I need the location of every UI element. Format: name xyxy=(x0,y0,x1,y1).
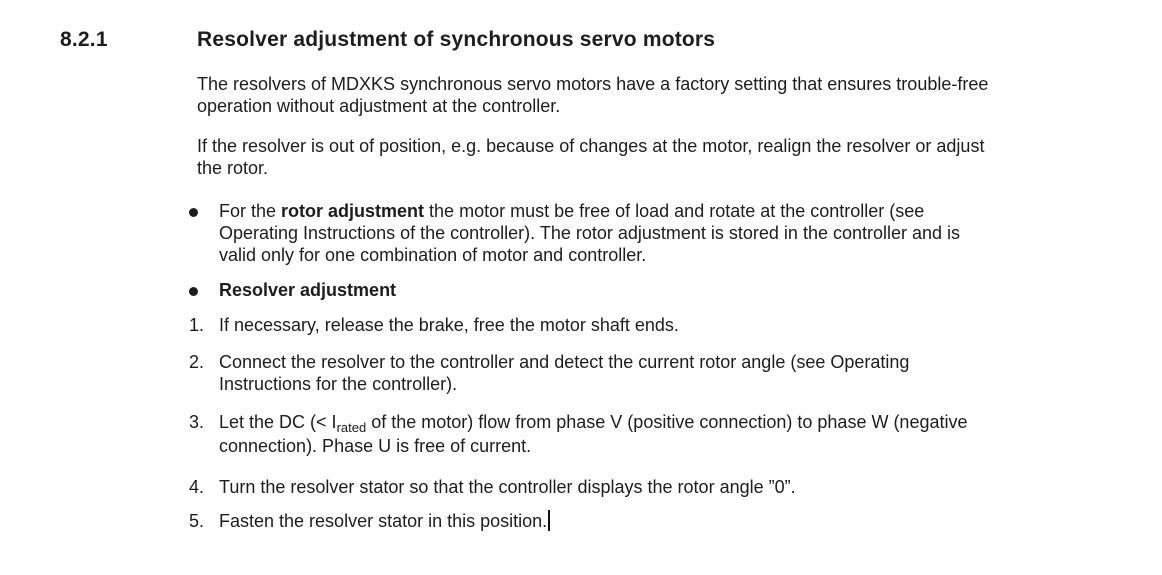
text-line: operation without adjustment at the cont… xyxy=(197,96,561,116)
text-segment: the motor must be free of load and rotat… xyxy=(424,201,925,221)
text-line: For the rotor adjustment the motor must … xyxy=(219,200,1162,222)
step-text: Connect the resolver to the controller a… xyxy=(219,351,1162,395)
text-segment: For the xyxy=(219,201,282,221)
bullet-item-rotor-adjustment: For the rotor adjustment the motor must … xyxy=(189,200,1162,266)
step-item-1: 1. If necessary, release the brake, free… xyxy=(189,314,1162,336)
text-cursor-icon xyxy=(548,510,551,531)
step-item-4: 4. Turn the resolver stator so that the … xyxy=(189,476,1162,498)
text-line: Operating Instructions of the controller… xyxy=(219,223,961,243)
step-text: If necessary, release the brake, free th… xyxy=(219,314,1162,336)
section-number: 8.2.1 xyxy=(60,28,108,51)
text-line: Turn the resolver stator so that the con… xyxy=(219,477,796,497)
bullet-text: For the rotor adjustment the motor must … xyxy=(219,200,1162,266)
text-line: If necessary, release the brake, free th… xyxy=(219,315,679,335)
bullet-icon xyxy=(189,287,198,296)
step-text: Fasten the resolver stator in this posit… xyxy=(219,510,1162,532)
step-text: Let the DC (< Irated of the motor) flow … xyxy=(219,411,1162,457)
text-line: Let the DC (< Irated of the motor) flow … xyxy=(219,411,1162,435)
step-item-3: 3. Let the DC (< Irated of the motor) fl… xyxy=(189,411,1162,457)
page-title: Resolver adjustment of synchronous servo… xyxy=(197,28,716,51)
bold-text: rotor adjustment xyxy=(281,201,425,221)
step-number: 3. xyxy=(189,412,205,432)
text-line: If the resolver is out of position, e.g.… xyxy=(197,136,985,156)
paragraph-out-of-position: If the resolver is out of position, e.g.… xyxy=(197,135,1162,179)
text-line: Connect the resolver to the controller a… xyxy=(219,352,910,372)
text-content: The resolvers of MDXKS synchronous servo… xyxy=(0,73,1162,532)
text-line: Fasten the resolver stator in this posit… xyxy=(219,510,1162,532)
text-line: Resolver adjustment xyxy=(219,279,1162,301)
subscript-rated: rated xyxy=(336,420,367,435)
text-segment: of the motor) flow from phase V (positiv… xyxy=(366,412,968,432)
text-segment: Let the DC (< I xyxy=(219,412,337,432)
step-number: 1. xyxy=(189,315,205,335)
step-item-2: 2. Connect the resolver to the controlle… xyxy=(189,351,1162,395)
bullet-marker xyxy=(189,279,219,301)
step-number: 4. xyxy=(189,477,205,497)
paragraph-factory-setting: The resolvers of MDXKS synchronous servo… xyxy=(197,73,1162,117)
step-text: Turn the resolver stator so that the con… xyxy=(219,476,1162,498)
bullet-text: Resolver adjustment xyxy=(219,279,1162,301)
bold-text: Resolver adjustment xyxy=(219,280,397,300)
text-segment: Fasten the resolver stator in this posit… xyxy=(219,511,548,531)
step-number: 2. xyxy=(189,352,205,372)
section-heading: 8.2.1 Resolver adjustment of synchronous… xyxy=(0,27,1162,52)
text-line: valid only for one combination of motor … xyxy=(219,245,647,265)
bullet-item-resolver-adjustment: Resolver adjustment xyxy=(189,279,1162,301)
bullet-marker xyxy=(189,200,219,266)
text-line: connection). Phase U is free of current. xyxy=(219,436,532,456)
text-line: Instructions for the controller). xyxy=(219,374,458,394)
bullet-icon xyxy=(189,208,198,217)
step-item-5: 5. Fasten the resolver stator in this po… xyxy=(189,510,1162,532)
text-line: the rotor. xyxy=(197,158,269,178)
text-line: The resolvers of MDXKS synchronous servo… xyxy=(197,74,989,94)
step-number: 5. xyxy=(189,511,205,531)
